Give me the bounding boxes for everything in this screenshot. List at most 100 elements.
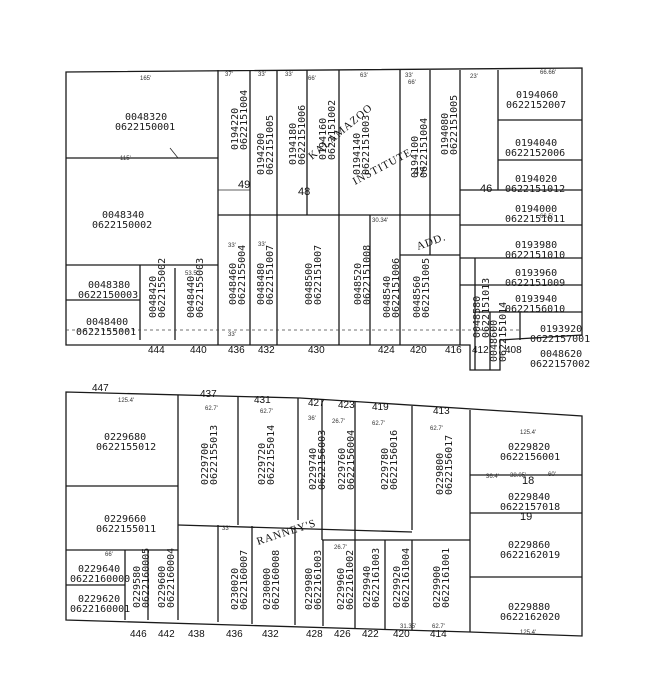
address-label: 416	[445, 345, 462, 356]
dimension-label: 66'	[308, 76, 316, 82]
parcel-id: 0622155011	[96, 524, 156, 535]
parcel-id: 0048600	[489, 320, 500, 362]
parcel-id: 0229960	[336, 568, 347, 610]
parcel-id: 0622160008	[271, 550, 282, 610]
address-label: 438	[188, 629, 205, 640]
address-label: 446	[130, 629, 147, 640]
address-label: 426	[334, 629, 351, 640]
parcel-id: 0622151007	[313, 245, 324, 305]
parcel-id: 0622155003	[195, 258, 206, 318]
parcel-id: 0622156017	[444, 435, 455, 495]
parcel-id: 0229680	[104, 432, 146, 443]
parcel-id: 0622160001	[70, 604, 130, 615]
parcel-id: 0194220	[230, 108, 241, 150]
parcel-id: 0622151014	[498, 302, 509, 362]
dimension-label: 33'	[228, 332, 236, 338]
parcel-id: 0622151004	[419, 118, 430, 178]
address-label: 420	[410, 345, 427, 356]
lot-number-46: 46	[480, 183, 492, 195]
parcel-id: 0622151011	[505, 214, 565, 225]
parcel-id: 0048400	[86, 317, 128, 328]
subdivision-label-ranneys: RANNEY'S	[255, 517, 318, 548]
parcel-id: 0229600	[157, 566, 168, 608]
parcel-id: 0622155001	[76, 327, 136, 338]
parcel-id: 0622160005	[141, 548, 152, 608]
dimension-label: 33'	[285, 72, 293, 78]
parcel-id: 0622156001	[500, 452, 560, 463]
bottom-block-boundary	[66, 392, 582, 636]
parcel-id: 0622151008	[362, 245, 373, 305]
parcel-id: 0194140	[352, 133, 363, 175]
parcel-id: 0048620	[540, 349, 582, 360]
dimension-label: 62.7'	[205, 406, 218, 412]
parcel-id: 0622151005	[449, 95, 460, 155]
address-label: 422	[362, 629, 379, 640]
lot-number-18: 18	[522, 475, 534, 487]
parcel-id: 0229720	[257, 443, 268, 485]
parcel-id: 0622151010	[505, 250, 565, 261]
parcel-id: 0194100	[410, 136, 421, 178]
dimension-label: 30.34'	[372, 218, 388, 224]
address-label: 436	[228, 345, 245, 356]
parcel-id: 0622156004	[346, 430, 357, 490]
parcel-id: 0193920	[540, 324, 582, 335]
bottom-block	[66, 392, 582, 636]
lot-number-48: 48	[298, 186, 310, 198]
dimension-label: 23'	[470, 74, 478, 80]
parcel-id: 0229900	[432, 566, 443, 608]
parcel-id: 0622162020	[500, 612, 560, 623]
dimension-label: 33'	[405, 73, 413, 79]
parcel-id: 0194000	[515, 204, 557, 215]
parcel-id: 0048520	[353, 263, 364, 305]
parcel-id: 0622161003	[371, 548, 382, 608]
address-label: 412	[472, 345, 489, 356]
parcel-id: 0048340	[102, 210, 144, 221]
parcel-id: 0194200	[256, 133, 267, 175]
parcel-id: 0194080	[440, 113, 451, 155]
parcel-id: 0229580	[132, 566, 143, 608]
parcel-id: 0229820	[508, 442, 550, 453]
parcel-id: 0622162019	[500, 550, 560, 561]
parcel-id: 0229660	[104, 514, 146, 525]
parcel-id: 0622161002	[345, 550, 356, 610]
parcel-id: 0622155014	[266, 425, 277, 485]
parcel-id: 0622157001	[530, 334, 590, 345]
dimension-label: 36.4'	[486, 474, 499, 480]
dimension-label: 33'	[222, 526, 230, 532]
parcel-id: 0622155012	[96, 442, 156, 453]
parcel-id: 0622156016	[389, 430, 400, 490]
parcel-id: 0622160007	[239, 550, 250, 610]
lot-number-47: 47	[413, 166, 425, 178]
address-label: 428	[306, 629, 323, 640]
dimension-label: 62.7'	[260, 409, 273, 415]
address-label: 413	[433, 406, 450, 417]
parcel-id: 0622161004	[401, 548, 412, 608]
dimension-label: 62.7'	[432, 624, 445, 630]
parcel-id: 0048460	[228, 263, 239, 305]
address-label: 431	[254, 395, 271, 406]
dimension-label: 62.7'	[430, 426, 443, 432]
parcel-id: 0048440	[186, 276, 197, 318]
parcel-id: 0193940	[515, 294, 557, 305]
dimension-label: 36'	[308, 416, 316, 422]
dimension-label: 165'	[140, 76, 151, 82]
parcel-id: 0622151009	[505, 278, 565, 289]
parcel-id: 0229760	[337, 448, 348, 490]
dimension-label: 62.7'	[372, 421, 385, 427]
parcel-id: 0194180	[288, 123, 299, 165]
parcel-id: 0048320	[125, 112, 167, 123]
parcel-id: 0048500	[304, 263, 315, 305]
dimension-label: 33'	[258, 242, 266, 248]
parcel-id: 0622161001	[441, 548, 452, 608]
address-label: 423	[338, 400, 355, 411]
parcel-id: 0622157018	[500, 502, 560, 513]
parcel-id: 0622161003	[313, 550, 324, 610]
dimension-label: 125.4'	[118, 398, 134, 404]
parcel-id: 0622151003	[361, 115, 372, 175]
parcel-id: 0230000	[262, 568, 273, 610]
dimension-label: 60'	[548, 472, 556, 478]
address-label: 430	[308, 345, 325, 356]
parcel-id: 0622152007	[506, 100, 566, 111]
parcel-id: 0622151012	[505, 184, 565, 195]
parcel-id: 0048580	[472, 296, 483, 338]
